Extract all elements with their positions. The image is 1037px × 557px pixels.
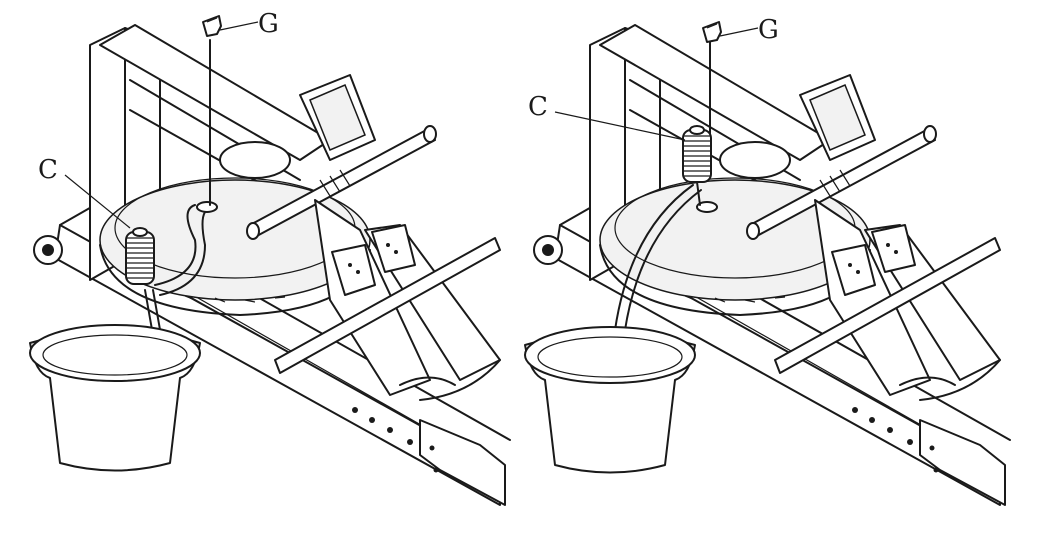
- plug-g-icon: [702, 21, 722, 43]
- hose: [154, 204, 197, 286]
- drain-hole: [196, 201, 218, 213]
- label-c-left: C: [38, 155, 58, 185]
- label-g-left: G: [258, 9, 279, 39]
- hose-clamp-c-icon: [682, 125, 712, 183]
- bucket: [524, 326, 696, 474]
- label-g-right: G: [758, 15, 779, 45]
- hose-clamp-c-icon: [125, 227, 155, 285]
- right-panel: C G: [524, 15, 1011, 506]
- left-panel: C G: [29, 9, 511, 506]
- bucket: [29, 324, 201, 472]
- hose: [609, 184, 694, 381]
- label-c-right: C: [528, 92, 548, 122]
- plug-g-icon: [202, 15, 222, 37]
- drain-hole: [696, 201, 718, 213]
